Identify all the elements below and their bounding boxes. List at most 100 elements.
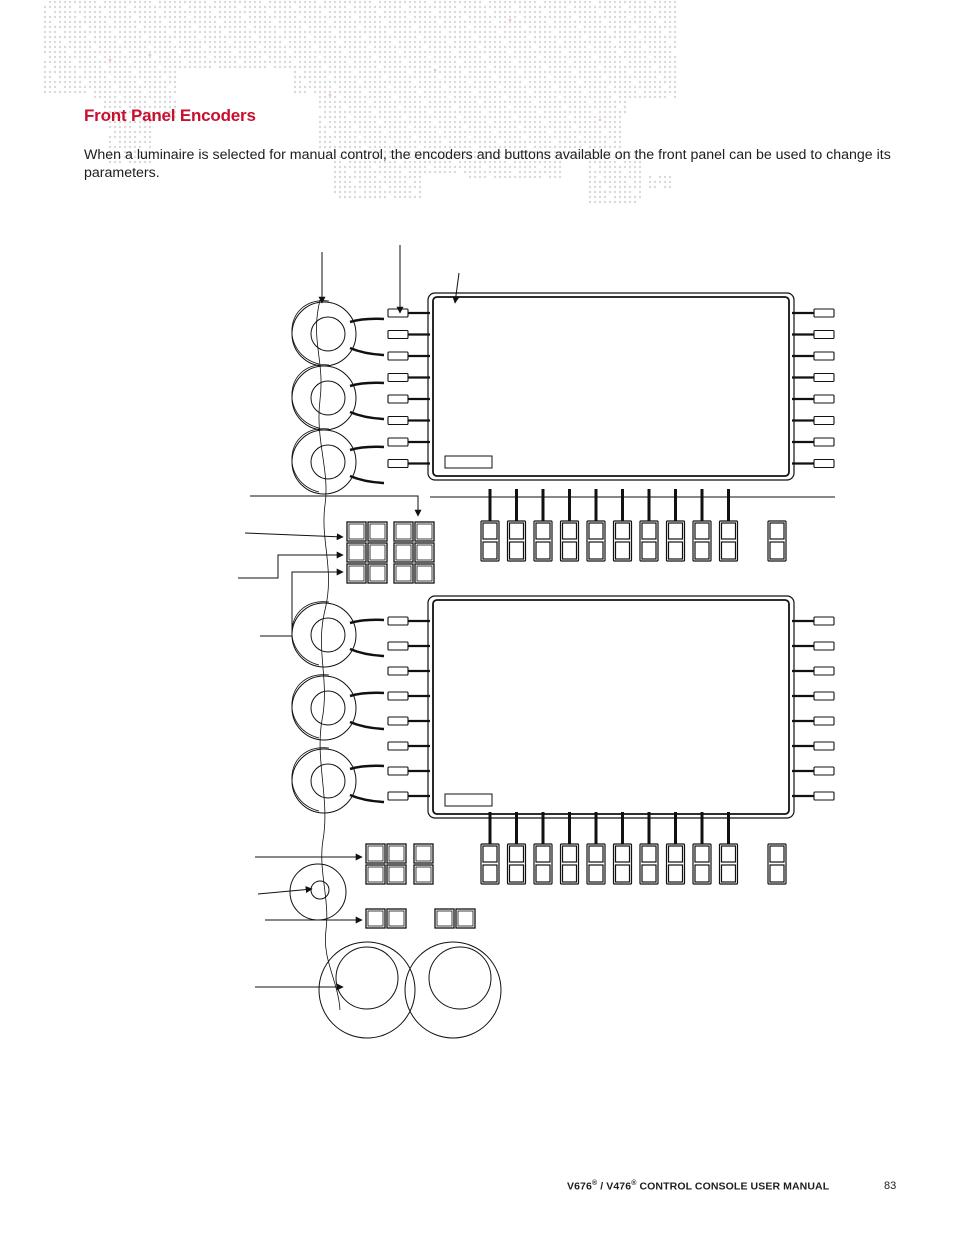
function-key [434,908,455,929]
encoder-1 [291,300,385,367]
callout-arrow-key-row-1 [250,495,422,517]
encoder-knob [310,444,346,480]
small-encoder-bezel [289,863,347,921]
fader-button-lower [694,864,710,883]
fader-button-frame [718,843,739,885]
wheel-left-outer [318,941,416,1039]
encoder-housing-arc [291,601,330,666]
fader-button-frame [692,520,712,562]
fader-button-upper [561,845,578,863]
fader-button-lower [720,864,737,883]
left-soft-key [387,458,409,469]
fader-button-lower [535,541,551,560]
fader-button-upper [694,522,710,540]
fader-button-frame [586,520,606,562]
fader-button-upper [561,522,578,540]
function-key [413,843,434,864]
section-heading: Front Panel Encoders [84,106,256,125]
function-key-cap [416,523,433,540]
function-key-cap [367,845,384,862]
intro-paragraph: When a luminaire is selected for manual … [84,147,891,181]
function-key-cap [388,866,405,883]
fader-button-upper [641,845,657,863]
function-key [365,843,386,864]
fader-button-frame [692,843,712,885]
small-encoder [289,863,347,921]
encoder-knob [310,617,346,653]
right-soft-key [813,394,835,404]
fader-button-frame [718,520,739,562]
trackball-wheels [318,941,502,1039]
left-soft-key [387,394,409,404]
right-soft-key [813,791,835,801]
left-soft-key [387,308,409,318]
callout-arrow-key-row-3 [238,551,344,579]
fader-button-upper [694,845,710,863]
paired-keys-right [434,908,476,929]
left-soft-key [387,766,409,776]
fader-button-frame [612,520,633,562]
world-map-dots [43,0,677,204]
right-soft-key [813,372,835,383]
fader-button-frame [506,843,527,885]
function-key-cap [369,544,386,561]
fader-button-frame [586,843,606,885]
fader-button-upper [667,845,684,863]
function-key [346,542,367,563]
encoder-lead [349,445,385,452]
world-map-background [43,0,677,204]
function-key-cap [395,523,412,540]
lower-key-grid-right [413,843,434,885]
left-soft-key [387,691,409,701]
upper-display [427,292,795,481]
encoder-lead [349,474,385,485]
lower-fader-buttons [480,812,787,885]
function-key-cap [369,565,386,582]
encoder-housing-arc [291,674,330,739]
upper-key-grid-left [346,521,388,584]
function-key [414,542,435,563]
function-key [455,908,476,929]
function-key [386,864,407,885]
fader-button-lower [561,541,578,560]
left-soft-key [387,437,409,447]
fader-button-lower [588,541,604,560]
function-key [365,864,386,885]
encoder-lead [349,317,385,324]
right-soft-key [813,458,835,469]
encoder-knob [310,316,346,352]
display-outer-frame [427,292,795,481]
function-key [386,843,407,864]
function-key [365,908,386,929]
left-soft-key [387,666,409,676]
display-label-plate [444,793,493,807]
display-outer-frame [427,595,795,819]
encoder-lead [349,618,385,625]
fader-button-lower [614,864,631,883]
grand-master-lower [769,541,785,560]
fader-button-frame [559,520,580,562]
function-key-cap [395,544,412,561]
encoder-3 [291,428,385,495]
right-soft-key [813,741,835,751]
grand-master-button [767,843,787,885]
wheel-right-outer [404,941,502,1039]
encoder-housing-arc [291,364,330,429]
fader-button-lower [667,541,684,560]
fader-button-upper [482,845,498,863]
function-key [346,563,367,584]
fader-button-lower [482,541,498,560]
lower-display [427,595,795,819]
fader-button-lower [667,864,684,883]
fader-button-lower [535,864,551,883]
function-key-cap [416,544,433,561]
function-key-cap [348,523,365,540]
function-key-cap [436,910,453,927]
function-key-cap [367,910,384,927]
fader-button-frame [665,843,686,885]
wheel-right-inner [428,946,492,1010]
encoder-bezel [291,301,357,367]
fader-button-frame [665,520,686,562]
function-key [413,864,434,885]
right-soft-key [813,716,835,726]
